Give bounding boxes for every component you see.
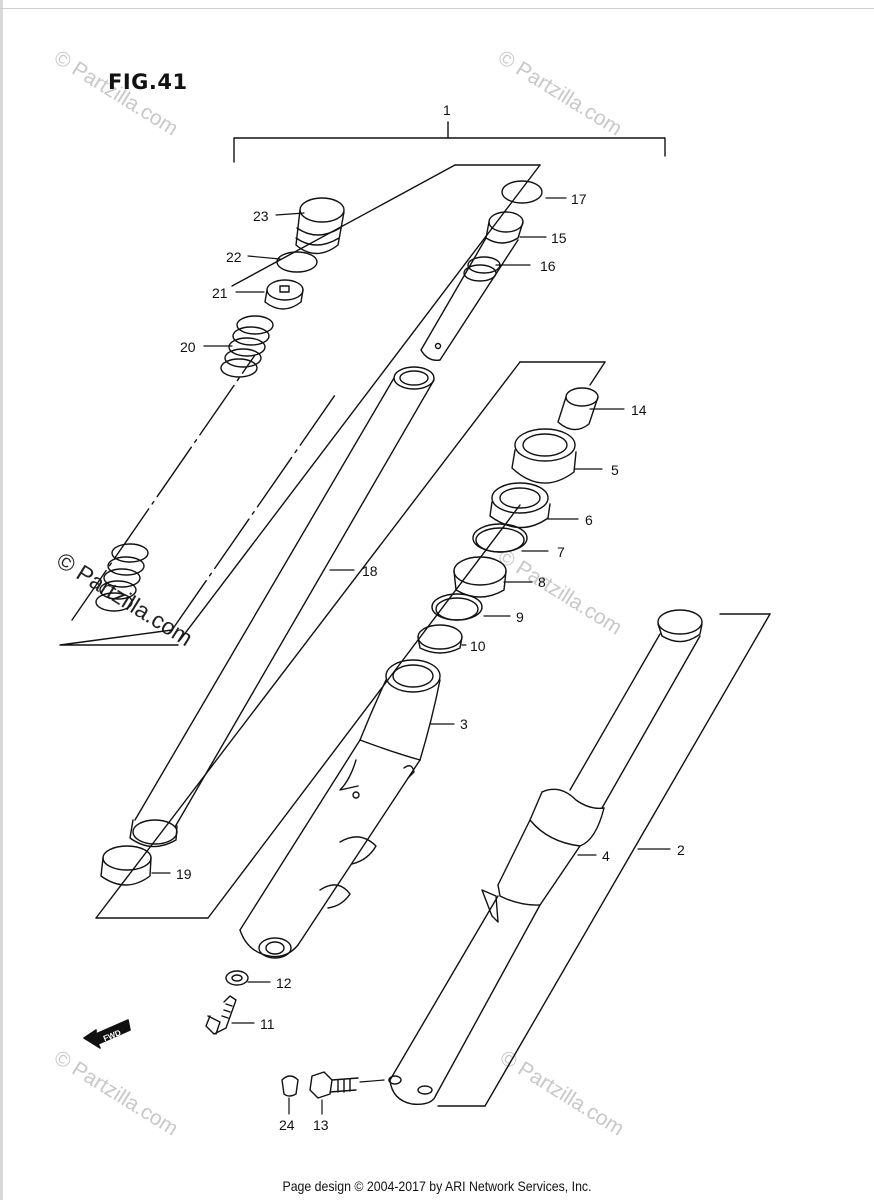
group-frame-right — [437, 613, 771, 1107]
callout-2: 2 — [677, 842, 685, 858]
scan-left-edge — [0, 0, 3, 1200]
callout-21: 21 — [212, 285, 228, 301]
cap-plug — [281, 1075, 299, 1097]
callout-18: 18 — [362, 563, 378, 579]
callout-20: 20 — [180, 339, 196, 355]
callout-10: 10 — [470, 638, 486, 654]
callout-6: 6 — [585, 512, 593, 528]
slide-bushing — [100, 845, 152, 886]
scan-top-edge — [0, 8, 874, 9]
callout-8: 8 — [538, 574, 546, 590]
o-ring — [276, 251, 318, 273]
oil-seal-retainer — [472, 523, 528, 553]
callout-19: 19 — [176, 866, 192, 882]
callout-22: 22 — [226, 249, 242, 265]
callout-7: 7 — [557, 544, 565, 560]
oil-lock-piece — [557, 387, 599, 431]
callout-4: 4 — [602, 848, 610, 864]
fwd-arrow-icon — [83, 1019, 131, 1049]
spacer-nut — [264, 279, 304, 310]
group-frame-lower — [95, 361, 606, 919]
callout-14: 14 — [631, 402, 647, 418]
assembly-bracket — [233, 121, 666, 163]
damper-rod-bolt — [205, 995, 237, 1035]
callout-9: 9 — [516, 609, 524, 625]
callout-13: 13 — [313, 1117, 329, 1133]
callout-24: 24 — [279, 1117, 295, 1133]
fork-cap-bolt — [295, 197, 345, 255]
fork-spring-bottom — [95, 543, 149, 612]
callout-23: 23 — [253, 208, 269, 224]
fork-spring-top — [220, 315, 274, 378]
damper-rod — [420, 211, 524, 361]
group-frame-upper — [59, 164, 541, 646]
slide-metal — [417, 624, 463, 654]
oil-seal — [489, 482, 551, 529]
callout-5: 5 — [611, 462, 619, 478]
fork-inner-tube-lower — [388, 609, 703, 1105]
dust-seal — [511, 428, 577, 484]
callout-11: 11 — [260, 1016, 275, 1032]
figure-title: FIG.41 — [108, 70, 188, 94]
leader-lines — [151, 197, 671, 1115]
callout-3: 3 — [460, 716, 468, 732]
seal-spacer — [453, 556, 507, 598]
callout-16: 16 — [540, 258, 556, 274]
gasket-washer — [225, 970, 249, 986]
guide-metal — [431, 593, 483, 621]
callout-17: 17 — [571, 191, 587, 207]
page-footer: Page design © 2004-2017 by ARI Network S… — [282, 1178, 592, 1194]
callout-15: 15 — [551, 230, 567, 246]
piston-ring — [501, 180, 543, 204]
axle-bolt — [309, 1071, 359, 1099]
callout-1: 1 — [443, 102, 451, 118]
inner-tube — [129, 366, 435, 848]
callout-12: 12 — [276, 975, 292, 991]
outer-tube — [239, 659, 441, 959]
